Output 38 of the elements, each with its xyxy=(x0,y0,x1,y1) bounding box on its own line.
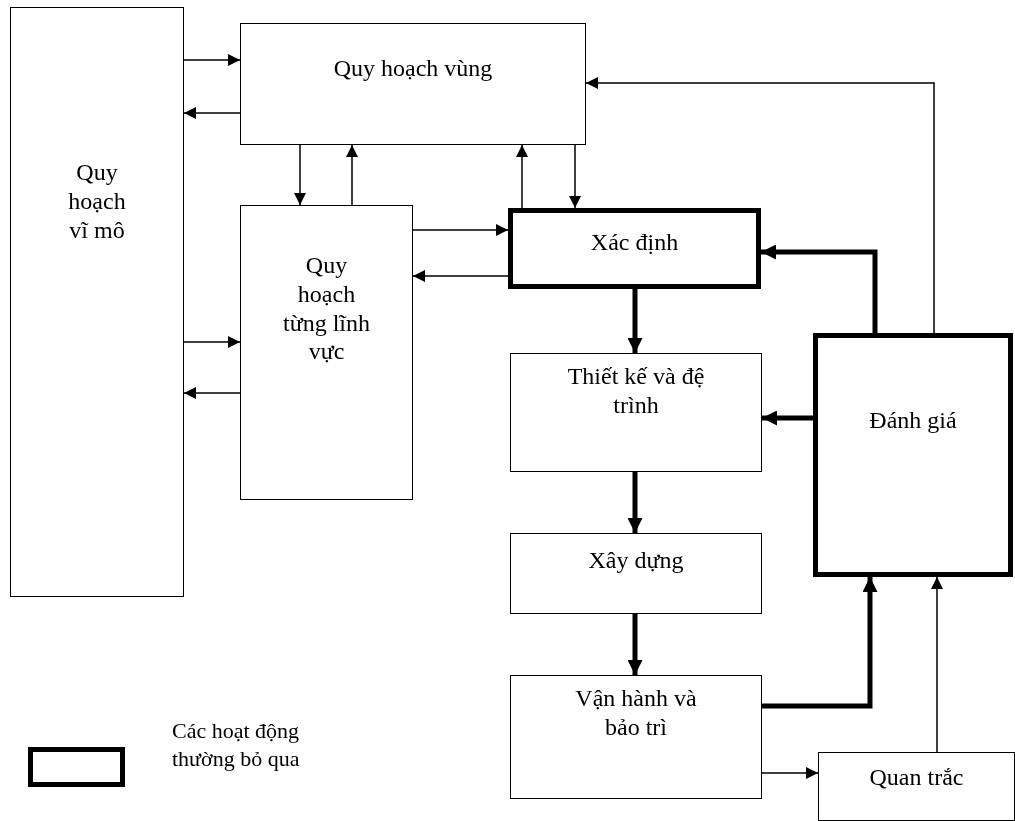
arrow xyxy=(585,77,935,334)
process-box xyxy=(240,205,413,500)
process-box xyxy=(10,7,184,597)
arrow xyxy=(627,472,643,533)
process-box xyxy=(508,208,761,289)
arrow xyxy=(183,54,241,66)
arrow xyxy=(762,577,878,709)
arrow xyxy=(294,144,306,206)
arrow xyxy=(627,289,643,353)
node-label: Quy hoạch vĩ mô xyxy=(67,158,127,245)
arrow xyxy=(412,270,509,282)
process-box xyxy=(510,353,762,472)
arrow xyxy=(569,144,581,209)
arrow xyxy=(183,336,241,348)
process-box xyxy=(813,333,1013,577)
arrow xyxy=(761,767,819,779)
node-label: Quy hoạch vùng xyxy=(333,54,493,83)
arrow xyxy=(183,107,241,119)
arrow xyxy=(183,387,241,399)
legend-label: Các hoạt động thường bỏ qua xyxy=(172,717,301,772)
node-label: Quan trắc xyxy=(869,763,964,792)
process-box xyxy=(240,23,586,145)
arrow xyxy=(346,144,358,206)
node-label: Xây dựng xyxy=(588,546,684,575)
node-label: Thiết kế và đệ trình xyxy=(566,362,706,420)
node-label: Xác định xyxy=(590,228,679,257)
process-box xyxy=(510,675,762,799)
arrow xyxy=(412,224,509,236)
arrow xyxy=(931,576,943,753)
node-label: Đánh giá xyxy=(869,406,957,435)
arrow xyxy=(627,614,643,675)
process-box xyxy=(818,752,1015,821)
arrow xyxy=(516,144,528,209)
node-label: Quy hoạch từng lĩnh vực xyxy=(282,251,371,367)
arrow xyxy=(761,244,878,333)
node-label: Vận hành và bảo trì xyxy=(574,684,698,742)
arrow xyxy=(762,410,813,426)
process-box xyxy=(510,533,762,614)
